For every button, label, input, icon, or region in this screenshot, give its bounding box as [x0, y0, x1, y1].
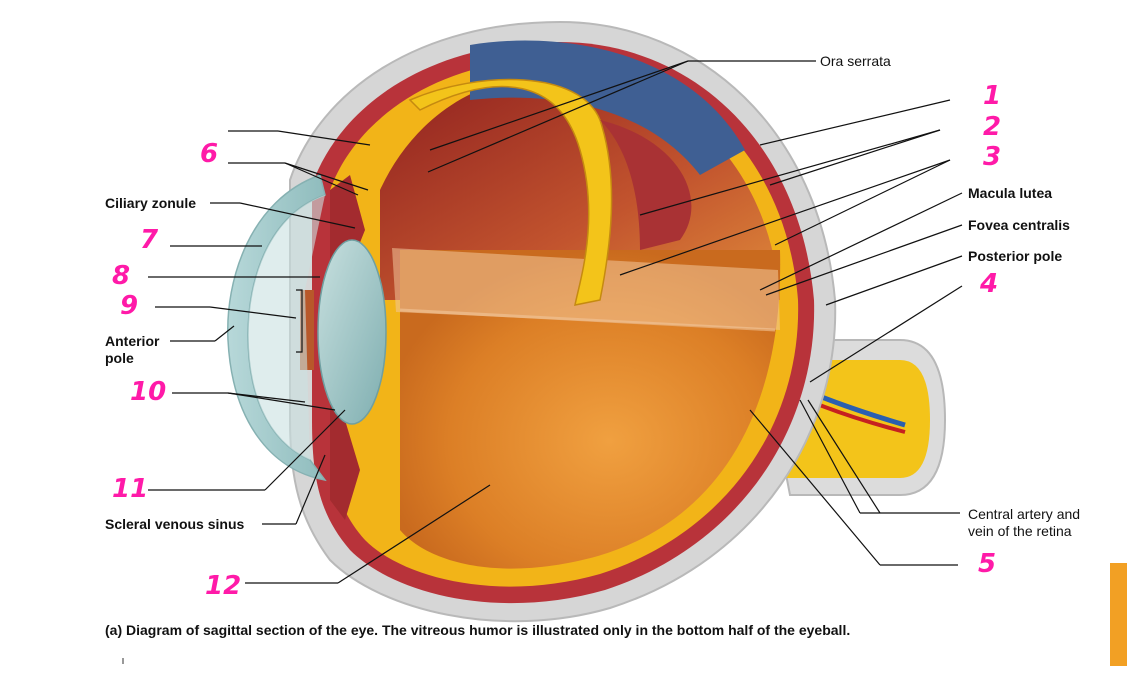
- annotation-number-7: 7: [140, 225, 159, 255]
- label-scleral-venous-sinus: Scleral venous sinus: [105, 516, 245, 532]
- divider-tick: [122, 658, 124, 664]
- retina-flap: [408, 78, 613, 306]
- annotation-number-2: 2: [983, 112, 1002, 142]
- figure-caption: (a) Diagram of sagittal section of the e…: [105, 622, 851, 638]
- annotation-number-1: 1: [983, 81, 1002, 111]
- annotation-number-6: 6: [200, 139, 219, 169]
- vitreous-humor: [400, 250, 781, 569]
- annotation-number-3: 3: [983, 142, 1002, 172]
- label-anterior-pole-2: pole: [105, 350, 134, 366]
- label-central-artery-1: Central artery and: [968, 506, 1081, 522]
- annotation-number-12: 12: [205, 571, 242, 601]
- lens: [317, 239, 387, 425]
- label-fovea-centralis: Fovea centralis: [968, 217, 1070, 233]
- annotation-number-11: 11: [112, 474, 149, 504]
- annotation-number-9: 9: [120, 291, 139, 321]
- label-ora-serrata: Ora serrata: [820, 53, 891, 69]
- annotation-number-5: 5: [978, 549, 997, 579]
- label-posterior-pole: Posterior pole: [968, 248, 1063, 264]
- leader-lines: [148, 60, 963, 584]
- cutaway-background: [470, 40, 745, 175]
- label-central-artery-2: vein of the retina: [968, 523, 1072, 539]
- side-tab: [1110, 563, 1127, 666]
- annotation-number-10: 10: [130, 377, 167, 407]
- annotation-number-4: 4: [980, 269, 999, 299]
- label-macula-lutea: Macula lutea: [968, 185, 1053, 201]
- label-anterior-pole-1: Anterior: [105, 333, 160, 349]
- annotation-number-8: 8: [112, 261, 131, 291]
- label-ciliary-zonule: Ciliary zonule: [105, 195, 197, 211]
